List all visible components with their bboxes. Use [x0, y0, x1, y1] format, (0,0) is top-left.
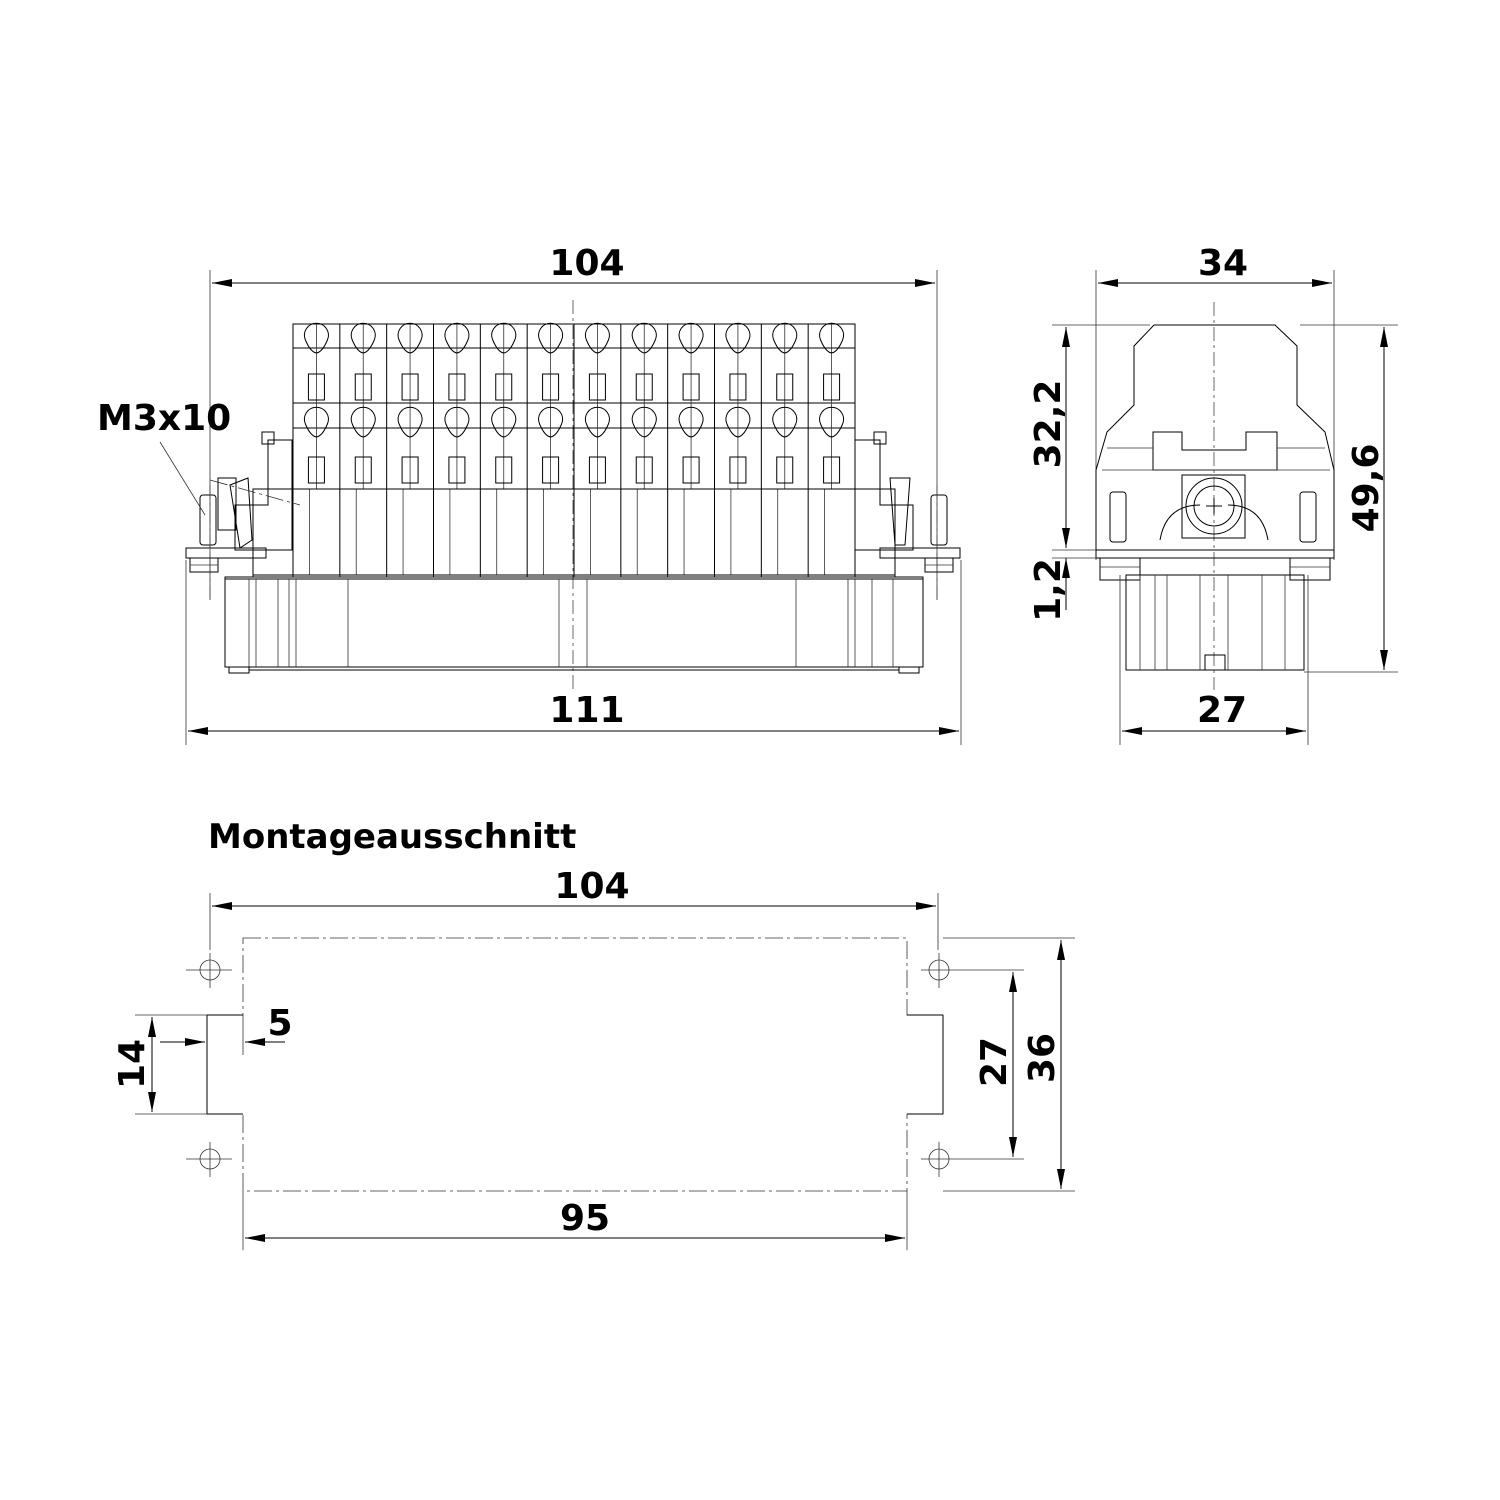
dim-label-27: 27 [1197, 690, 1247, 731]
dim-label-14: 14 [112, 1039, 153, 1089]
dim-label-1-2: 1,2 [1028, 558, 1069, 622]
side-insert [1125, 574, 1305, 671]
dim-label-32-2: 32,2 [1028, 380, 1069, 469]
dim-label-5: 5 [267, 1003, 292, 1044]
mounting-hole-top-right [921, 953, 1024, 988]
dim-label-36: 36 [1022, 1033, 1063, 1083]
mounting-cutout: Montageausschnitt 104 [112, 817, 1075, 1250]
mounting-hole-top-left [186, 953, 232, 988]
dim-label-104: 104 [549, 243, 624, 284]
dim-label-cutout-27: 27 [974, 1037, 1015, 1087]
cutout-title: Montageausschnitt [208, 817, 576, 857]
left-locking-lever [185, 431, 301, 573]
dim-label-34: 34 [1198, 243, 1248, 284]
right-locking-lever [854, 431, 961, 573]
dim-label-cutout-104: 104 [554, 866, 629, 907]
side-housing [1095, 324, 1335, 551]
earth-screw [1181, 474, 1246, 539]
mounting-hole-bottom-left [186, 1142, 232, 1177]
terminal-block [292, 322, 856, 577]
dim-label-95: 95 [560, 1198, 610, 1239]
dim-label-49-6: 49,6 [1346, 444, 1387, 533]
mounting-hole-bottom-right [921, 1142, 1024, 1177]
screw-label: M3x10 [97, 398, 231, 439]
cutout-outline [206, 937, 944, 1192]
front-view: 104 [97, 243, 962, 745]
insert-body [224, 578, 924, 668]
side-view: 34 3 [1028, 243, 1398, 745]
screw-leader-line [159, 441, 206, 516]
dim-label-111: 111 [549, 690, 624, 731]
